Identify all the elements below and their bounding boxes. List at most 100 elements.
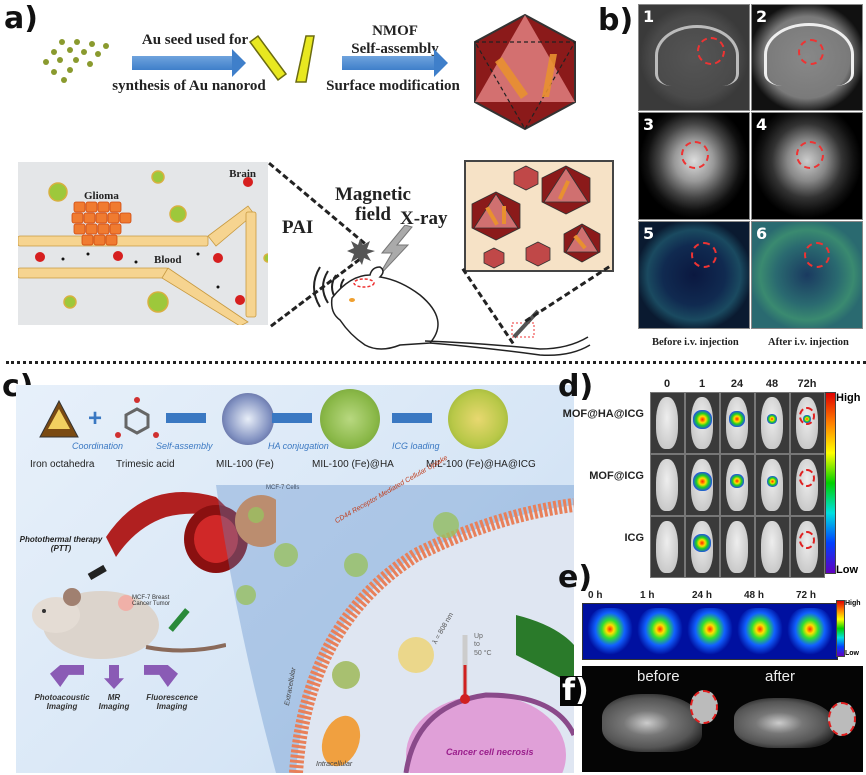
- mouse-image-cell: [720, 392, 755, 454]
- fluorescence-signal: [730, 474, 744, 488]
- skull-outline: [764, 23, 854, 86]
- panel-e-pai-strip: [582, 603, 838, 660]
- imaging-fluorescence: Fluorescence Imaging: [136, 693, 208, 711]
- mouse-image-cell: [720, 516, 755, 578]
- nmof-inset: [464, 160, 614, 272]
- label-mil100-ha-icg: MIL-100 (Fe)@HA@ICG: [426, 459, 536, 470]
- tumor-label: MCF-7 Breast Cancer Tumor: [132, 595, 170, 607]
- mouse-image-cell: [790, 392, 825, 454]
- mouse-image-cell: [685, 454, 720, 516]
- mil100-ha-particle-icon: [320, 389, 380, 449]
- time-point-label: 24 h: [692, 590, 713, 601]
- scan-number: 5: [643, 224, 655, 243]
- mouse-body: [656, 397, 678, 449]
- time-point-label: 48: [765, 378, 779, 390]
- scan-number: 4: [756, 115, 768, 134]
- scan-number: 1: [643, 7, 655, 26]
- temp-line2: to: [474, 641, 480, 649]
- label-iron-octahedra: Iron octahedra: [30, 459, 95, 470]
- arrow-self-assembly: [166, 413, 206, 423]
- imaging-line2: Imaging: [98, 702, 130, 711]
- time-point-label: 72h: [797, 378, 817, 390]
- brain-vasculature-inset: Brain Glioma Blood: [18, 162, 268, 325]
- nmof-octahedron-icon: [473, 13, 577, 131]
- mil100-particle-icon: [222, 393, 274, 445]
- time-point-label: 72 h: [796, 590, 817, 601]
- mouse-image-cell: [720, 454, 755, 516]
- arrow-icg-loading: [392, 413, 432, 423]
- mouse-body: [726, 521, 748, 573]
- xray-label: X-ray: [400, 208, 448, 229]
- glioma-label: Glioma: [84, 190, 119, 202]
- iron-octahedra-icon: [39, 399, 79, 438]
- step2-label-nmof: NMOF: [372, 23, 418, 39]
- pai-frame: [787, 608, 833, 655]
- mouse-image-cell: [685, 392, 720, 454]
- tumor-roi-marker: [681, 141, 709, 169]
- mri-after-body: [734, 698, 834, 748]
- mouse-body: [656, 521, 678, 573]
- blood-vessel-tumor-illustration: [106, 492, 276, 573]
- time-point-label: 0: [663, 378, 671, 390]
- mouse-body: [761, 521, 783, 573]
- tumor-roi-marker: [798, 39, 824, 65]
- magnetic-label-line2: field: [355, 203, 391, 225]
- temp-line3: 50 °C: [474, 649, 492, 657]
- scan-number: 2: [756, 7, 768, 26]
- fluorescence-signal: [766, 475, 778, 487]
- caption-after-injection: After i.v. injection: [768, 337, 849, 348]
- mouse-image-cell: [685, 516, 720, 578]
- step1-bottom-label: synthesis of Au nanorod: [112, 78, 266, 94]
- tumor-roi-marker: [799, 469, 815, 487]
- pai-label: PAI: [282, 217, 314, 238]
- pai-frame: [637, 608, 683, 655]
- tumor-line1: MCF-7 Breast: [132, 595, 170, 601]
- mouse-image-cell: [650, 454, 685, 516]
- fluorescence-signal: [729, 411, 745, 427]
- time-point-label: 1 h: [640, 590, 655, 601]
- skull-outline: [655, 25, 739, 86]
- step1-arrow: [132, 49, 246, 77]
- plus-icon: +: [88, 405, 103, 432]
- fluorescence-signal: [692, 471, 712, 491]
- tumor-roi-after: [828, 702, 856, 736]
- fluorescence-signal: [692, 409, 712, 429]
- group-label: MOF@HA@ICG: [562, 408, 644, 420]
- mouse-image-cell: [650, 516, 685, 578]
- scan-6-pai-after: 6: [751, 221, 863, 329]
- arrow-ha-conjugation: [272, 413, 312, 423]
- imaging-line2: Imaging: [156, 702, 188, 711]
- imaging-line2: Imaging: [46, 702, 78, 711]
- tumor-roi-marker: [691, 242, 717, 268]
- step-ha-conjugation: HA conjugation: [268, 441, 329, 451]
- laser-icon: [87, 564, 107, 580]
- imaging-line1: MR: [107, 693, 121, 702]
- trimesic-acid-molecule-icon: [115, 397, 159, 438]
- mcf7-cells-label: MCF-7 Cells: [266, 485, 300, 491]
- group-label: MOF@ICG: [589, 470, 644, 482]
- cell-uptake-illustration: [216, 485, 574, 773]
- panel-label-b: b): [598, 3, 634, 38]
- mri-before-body: [602, 694, 702, 752]
- label-mil100-ha: MIL-100 (Fe)@HA: [312, 459, 394, 470]
- mouse-image-cell: [790, 454, 825, 516]
- tumor-roi-marker: [697, 37, 725, 65]
- tumor-roi-marker: [804, 242, 830, 268]
- temp-line1: Up: [474, 633, 483, 640]
- fluorescence-signal: [693, 534, 711, 552]
- step-icg-loading: ICG loading: [392, 441, 440, 451]
- panel-label-d: d): [558, 369, 594, 404]
- panel-e-colorbar-low: Low: [845, 650, 859, 657]
- panel-label-e: e): [558, 560, 593, 595]
- tumor-roi-marker: [799, 407, 815, 425]
- scan-2-ct-after: 2: [751, 4, 863, 111]
- step2-bottom-label: Surface modification: [326, 78, 460, 94]
- time-point-label: 0 h: [588, 590, 603, 601]
- mil100-ha-icg-particle-icon: [448, 389, 508, 449]
- mouse-image-cell: [790, 516, 825, 578]
- colorbar-high-label: High: [836, 392, 861, 404]
- time-point-label: 1: [698, 378, 706, 390]
- fluorescence-signal: [767, 414, 777, 424]
- magnetic-field-label: Magnetic field: [328, 185, 418, 225]
- scan-3-mri-before: 3: [638, 112, 750, 220]
